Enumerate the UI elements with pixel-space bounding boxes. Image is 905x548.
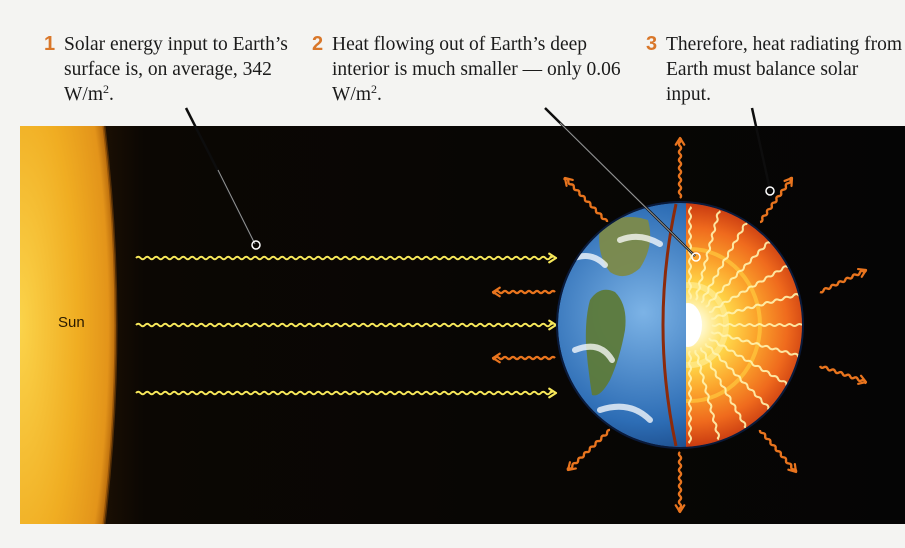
earth-globe (556, 201, 804, 449)
leader-line-3 (750, 107, 772, 191)
interior-heat-rays (688, 206, 802, 444)
heat-arrow-10 (758, 429, 798, 473)
heat-arrow-4 (677, 451, 683, 513)
caption-2-superscript: 2 (371, 82, 377, 96)
caption-number-2: 2 (312, 33, 324, 55)
heat-arrowhead-1 (491, 286, 501, 298)
caption-number-3: 3 (646, 33, 658, 55)
sun-limb (102, 125, 118, 525)
outgoing-heat-arrows (491, 136, 868, 514)
heat-arrowhead-6 (783, 176, 794, 188)
caption-2-text: Heat flowing out of Earth’s deep interio… (332, 34, 621, 105)
heat-arrow-8 (818, 365, 868, 385)
sun-disc (20, 126, 116, 524)
interior-ray-8 (710, 331, 800, 358)
sun-label: Sun (58, 314, 85, 331)
solar-ray-arrowhead-1 (548, 252, 558, 264)
continent-south-america (585, 289, 626, 396)
caption-1-end: . (109, 84, 114, 105)
leader-end-3 (765, 186, 775, 196)
solar-rays (135, 252, 558, 399)
caption-3-text: Therefore, heat radiating from Earth mus… (666, 34, 903, 105)
interior-ray-7 (711, 323, 802, 327)
solar-ray-arrowhead-2 (548, 319, 558, 331)
solar-ray-1 (135, 255, 553, 261)
caption-radiation-balance: 3 Therefore, heat radiating from Earth m… (646, 32, 904, 107)
interior-ray-12 (694, 349, 720, 440)
interior-ray-6 (710, 293, 800, 320)
leader-line-halos (217, 122, 696, 257)
leader-end-2 (691, 252, 701, 262)
caption-number-1: 1 (44, 33, 56, 55)
heat-arrow-3 (677, 137, 683, 199)
heat-arrowhead-9 (566, 461, 577, 472)
interior-ray-3 (700, 222, 748, 304)
heat-arrowhead-7 (856, 267, 868, 278)
heat-arrowhead-2 (491, 352, 501, 364)
heat-arrow-9 (566, 428, 611, 471)
caption-2-end: . (377, 84, 382, 105)
interior-ray-2 (695, 210, 721, 301)
leader-end-1 (251, 240, 261, 250)
interior-ray-5 (708, 265, 789, 314)
heat-arrowhead-4 (674, 504, 686, 514)
clouds (567, 233, 663, 423)
heat-arrowhead-3 (674, 136, 686, 146)
caption-interior-heat: 2 Heat flowing out of Earth’s deep inter… (312, 32, 632, 107)
heat-arrowhead-5 (563, 176, 574, 187)
solar-ray-arrowhead-3 (548, 387, 558, 399)
interior-ray-13 (688, 350, 692, 444)
continent-north-america (599, 216, 651, 277)
heat-arrow-6 (759, 176, 793, 224)
interior-ray-11 (699, 347, 747, 429)
heat-arrowhead-8 (857, 374, 868, 385)
cutaway-edge (661, 203, 678, 447)
solar-ray-2 (135, 322, 553, 328)
interior-ray-9 (708, 337, 788, 386)
caption-solar-input: 1 Solar energy input to Earth’s surface … (44, 32, 294, 107)
caption-1-superscript: 2 (103, 82, 109, 96)
solar-ray-3 (135, 390, 553, 396)
caption-1-text: Solar energy input to Earth’s surface is… (64, 34, 288, 105)
heat-arrow-7 (819, 269, 868, 294)
earth-core (686, 303, 702, 347)
interior-ray-10 (704, 343, 770, 410)
heat-arrowhead-10 (787, 462, 798, 474)
heat-arrow-1 (491, 289, 556, 295)
heat-arrow-2 (491, 355, 556, 361)
interior-ray-4 (705, 241, 771, 308)
heat-arrow-5 (563, 177, 609, 223)
